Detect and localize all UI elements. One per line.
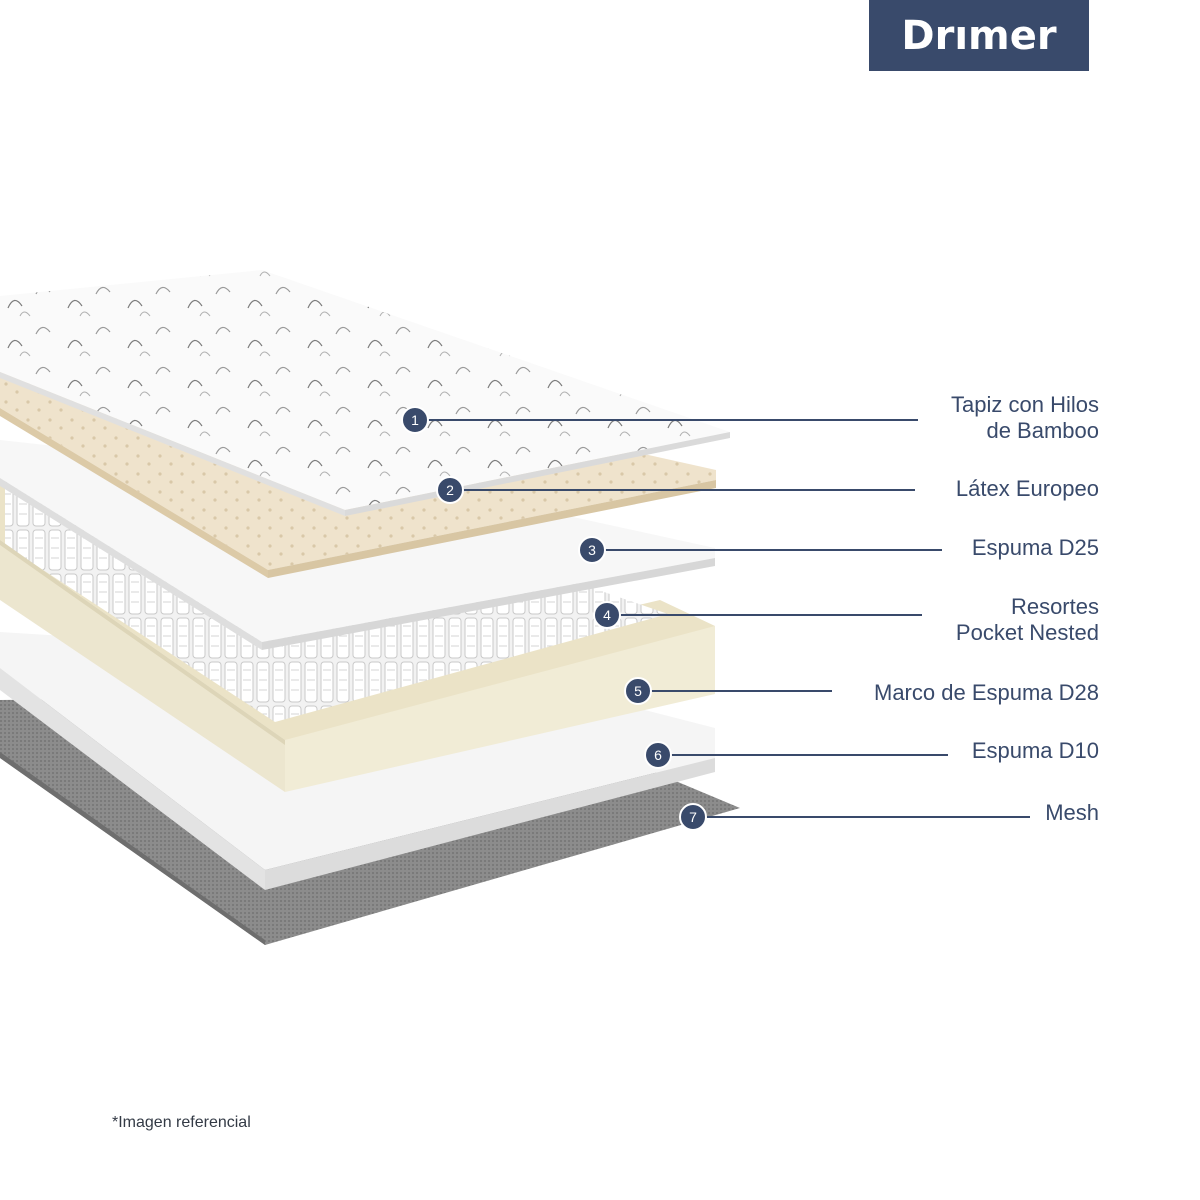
brand-logo: Drımer	[869, 0, 1089, 71]
marker-6: 6	[644, 741, 672, 769]
label-layer-7: Mesh	[1045, 800, 1099, 826]
marker-1-number: 1	[411, 412, 419, 428]
marker-3: 3	[578, 536, 606, 564]
marker-2: 2	[436, 476, 464, 504]
label-layer-7-line-1: Mesh	[1045, 800, 1099, 825]
marker-4-number: 4	[603, 607, 611, 623]
label-layer-1-line-1: Tapiz con Hilos	[951, 392, 1099, 417]
brand-logo-text: Drımer	[901, 12, 1057, 59]
label-layer-4-line-2: Pocket Nested	[955, 620, 1099, 645]
marker-2-number: 2	[446, 482, 454, 498]
label-layer-3: Espuma D25	[972, 535, 1099, 561]
marker-5: 5	[624, 677, 652, 705]
footnote: *Imagen referencial	[112, 1114, 251, 1131]
label-layer-6: Espuma D10	[972, 738, 1099, 764]
label-layer-2-line-1: Látex Europeo	[955, 476, 1099, 501]
marker-7-number: 7	[689, 809, 697, 825]
marker-6-number: 6	[654, 747, 662, 763]
label-layer-5-line-1: Marco de Espuma D28	[874, 680, 1099, 705]
leader-lines	[415, 419, 1030, 818]
label-layer-4-line-1: Resortes	[1010, 594, 1099, 619]
marker-1: 1	[401, 406, 429, 434]
label-layer-5: Marco de Espuma D28	[874, 680, 1099, 706]
marker-5-number: 5	[634, 683, 642, 699]
label-layer-1: Tapiz con Hilos de Bamboo	[951, 392, 1099, 444]
label-layer-1-line-2: de Bamboo	[986, 418, 1099, 443]
label-layer-4: Resortes Pocket Nested	[956, 594, 1099, 646]
label-layer-6-line-1: Espuma D10	[971, 738, 1099, 763]
marker-3-number: 3	[588, 542, 596, 558]
label-layer-2: Látex Europeo	[956, 476, 1099, 502]
label-layer-3-line-1: Espuma D25	[971, 535, 1099, 560]
marker-4: 4	[593, 601, 621, 629]
marker-7: 7	[679, 803, 707, 831]
